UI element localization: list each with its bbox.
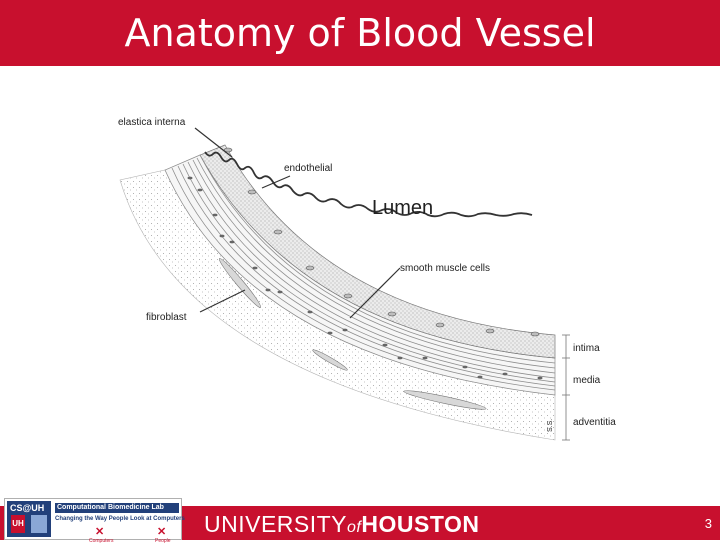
blood-vessel-diagram: elastica interna endothelial Lumen smoot… — [118, 117, 616, 441]
university-wordmark: UNIVERSITYofHOUSTON — [204, 510, 479, 542]
cell-nuclei — [187, 176, 543, 380]
csuh-badge-text: CS@UH — [10, 503, 45, 513]
wordmark-of: of — [347, 519, 362, 536]
cross-icon: ✕ — [157, 526, 167, 538]
fibroblast-cells — [218, 258, 487, 410]
wordmark-houston: HOUSTON — [361, 511, 480, 537]
csuh-badge: CS@UH UH — [7, 501, 51, 537]
lab-tagline: Changing the Way People Look at Computer… — [55, 516, 185, 522]
figure-icon — [31, 515, 47, 533]
artist-signature: S.S. — [547, 419, 554, 432]
label-endothelial: endothelial — [284, 163, 332, 174]
label-fibroblast: fibroblast — [146, 312, 187, 323]
label-smooth-muscle: smooth muscle cells — [400, 263, 490, 274]
wordmark-university: UNIVERSITY — [204, 511, 348, 537]
logo-word-left: Computers — [89, 538, 114, 544]
label-adventitia: adventitia — [573, 417, 616, 428]
label-elastica-interna: elastica interna — [118, 117, 186, 128]
cross-icon: ✕ — [95, 526, 105, 538]
endothelial-cells — [223, 147, 540, 337]
elastica-interna-line — [204, 151, 533, 218]
label-media: media — [573, 375, 601, 386]
label-lumen: Lumen — [372, 197, 433, 219]
label-intima: intima — [573, 343, 600, 354]
intima-layer — [199, 144, 556, 359]
leader-lines — [194, 127, 401, 319]
lab-name: Computational Biomedicine Lab — [55, 503, 179, 513]
layer-brackets — [562, 334, 570, 441]
logo-bottom-row: ✕ Computers ✕ People — [55, 526, 179, 544]
logo-word-right: People — [155, 538, 171, 544]
slide-title: Anatomy of Blood Vessel — [124, 11, 596, 55]
smooth-muscle-fibers — [171, 156, 556, 391]
title-bar — [0, 0, 720, 66]
lab-logo: CS@UH UH Computational Biomedicine Lab C… — [4, 498, 185, 544]
page-number: 3 — [704, 516, 712, 531]
uh-mark-icon: UH — [11, 515, 25, 533]
